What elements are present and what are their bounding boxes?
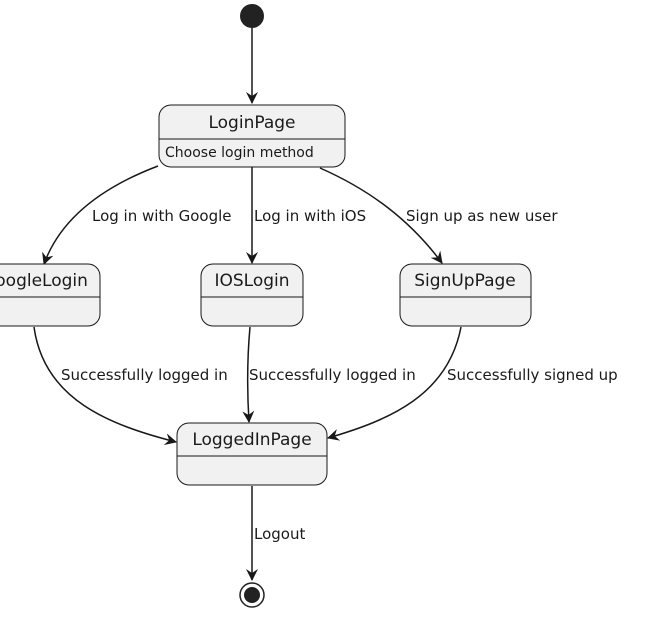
final-state <box>239 582 265 608</box>
state-ioslogin-box <box>200 263 304 327</box>
edge-loginpage-to-googlelogin <box>42 165 159 265</box>
state-ioslogin: IOSLogin <box>200 263 304 327</box>
state-loggedinpage-box <box>176 422 328 486</box>
edge-googlelogin-to-loggedinpage <box>33 326 177 446</box>
edge-ioslogin-to-loggedinpage <box>242 326 255 423</box>
transition-label-signup-success: Successfully signed up <box>447 366 618 384</box>
edge-signuppage-to-loggedinpage <box>327 326 462 441</box>
transition-label-ios-success: Successfully logged in <box>249 366 416 384</box>
state-loginpage-description: Choose login method <box>165 145 314 161</box>
final-state-dot <box>244 587 260 603</box>
initial-state <box>240 4 264 28</box>
state-loggedinpage: LoggedInPage <box>176 422 328 486</box>
transition-label-signup: Sign up as new user <box>406 207 558 225</box>
transition-label-google: Log in with Google <box>92 207 232 225</box>
state-ioslogin-title: IOSLogin <box>214 271 289 291</box>
state-loginpage: LoginPage Choose login method <box>158 104 346 168</box>
edge-loginpage-to-signuppage <box>319 167 443 264</box>
transition-label-google-success: Successfully logged in <box>61 366 228 384</box>
state-signuppage-title: SignUpPage <box>414 271 515 291</box>
transition-label-logout: Logout <box>254 525 305 543</box>
state-signuppage: SignUpPage <box>399 263 532 327</box>
state-loggedinpage-title: LoggedInPage <box>192 430 311 450</box>
state-loginpage-box <box>158 104 346 168</box>
state-loginpage-title: LoginPage <box>208 113 295 133</box>
transition-label-ios: Log in with iOS <box>254 207 366 225</box>
state-googlelogin-box <box>0 263 101 327</box>
state-signuppage-box <box>399 263 532 327</box>
